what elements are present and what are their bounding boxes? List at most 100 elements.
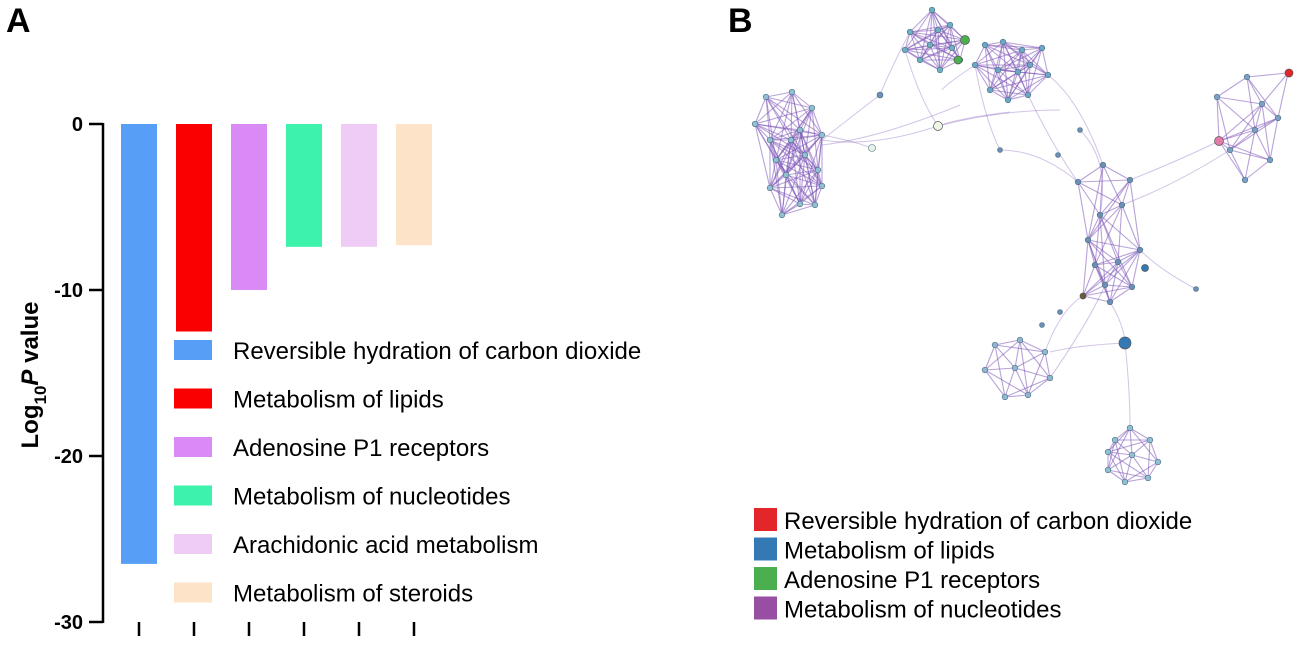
network-edge xyxy=(1129,427,1151,441)
network-edge xyxy=(1087,239,1096,266)
network-edge xyxy=(1121,179,1131,206)
network-edge xyxy=(1087,164,1104,241)
network-edge xyxy=(785,154,806,176)
network-edge xyxy=(1002,41,1049,76)
network-node xyxy=(997,147,1003,153)
network-edge xyxy=(1117,249,1141,263)
network-edge xyxy=(1087,204,1123,241)
network-edge xyxy=(1124,454,1133,483)
network-edge xyxy=(754,123,801,131)
network-edge xyxy=(1087,239,1119,263)
network-node xyxy=(1044,71,1052,79)
network-edge xyxy=(1104,249,1141,286)
y-axis-label: Log10P value xyxy=(17,302,50,449)
network-edge xyxy=(997,49,1023,71)
network-edge xyxy=(811,107,823,136)
network-edge xyxy=(1102,164,1131,181)
network-edge xyxy=(909,31,966,41)
network-edge xyxy=(989,89,1029,96)
legend-a-label: Arachidonic acid metabolism xyxy=(233,532,538,559)
network-edge xyxy=(1107,427,1131,471)
network-node xyxy=(868,144,876,152)
network-edge xyxy=(949,24,953,49)
network-edge xyxy=(769,187,801,205)
network-node xyxy=(991,341,999,349)
network-graph xyxy=(751,6,1294,486)
network-node xyxy=(796,200,804,208)
network-node xyxy=(1091,261,1099,269)
y-axis-ticks: 0-10-20-30 xyxy=(54,114,103,634)
network-edge xyxy=(1114,439,1133,456)
network-node xyxy=(1096,211,1104,219)
network-edge xyxy=(1246,72,1289,78)
network-edge xyxy=(1218,140,1271,161)
network-node xyxy=(981,366,989,374)
network-node-highlight xyxy=(1284,68,1294,78)
network-node xyxy=(811,201,819,209)
network-edge xyxy=(1129,140,1220,181)
network-edge xyxy=(769,91,793,141)
network-edge xyxy=(1121,149,1231,206)
network-edge xyxy=(1017,71,1029,96)
network-node xyxy=(999,38,1007,46)
bar-3 xyxy=(231,124,267,290)
network-edge xyxy=(769,169,819,189)
network-node xyxy=(762,93,770,101)
network-node-highlight xyxy=(1214,136,1224,146)
network-node xyxy=(788,88,796,96)
network-node xyxy=(876,91,884,99)
network-edge xyxy=(1077,181,1089,241)
network-edge xyxy=(1216,76,1248,98)
network-node xyxy=(1193,286,1199,292)
network-edge xyxy=(1017,71,1049,76)
network-edge xyxy=(781,154,806,216)
network-edge xyxy=(769,107,813,141)
network-edge xyxy=(1014,367,1029,396)
network-edge xyxy=(949,24,961,61)
network-node xyxy=(971,61,979,69)
network-node xyxy=(928,6,936,14)
network-node xyxy=(1024,91,1032,99)
network-node xyxy=(901,46,909,54)
network-edge xyxy=(1216,96,1220,142)
network-node xyxy=(1121,478,1129,486)
network-edge xyxy=(790,139,806,156)
network-edge xyxy=(989,49,1023,91)
network-edge xyxy=(781,203,801,216)
network-node xyxy=(1266,156,1274,164)
network-edge xyxy=(791,91,801,131)
network-edge xyxy=(814,185,823,206)
network-edge xyxy=(804,154,823,187)
network-edge xyxy=(781,204,816,216)
network-edge xyxy=(984,44,999,71)
network-edge xyxy=(1104,284,1133,288)
network-edge xyxy=(1109,301,1126,344)
network-node xyxy=(1038,44,1046,52)
network-edge xyxy=(1087,214,1101,241)
legend-a-label: Metabolism of nucleotides xyxy=(233,484,510,511)
network-node xyxy=(1046,374,1054,382)
network-edge xyxy=(1082,249,1141,297)
network-edge xyxy=(999,149,1079,183)
network-node xyxy=(1039,322,1045,328)
network-edge xyxy=(1007,64,1031,101)
network-edge xyxy=(997,69,1019,73)
network-edge xyxy=(1114,439,1126,483)
network-edge xyxy=(765,96,823,136)
network-edge xyxy=(1099,214,1141,251)
bar-1 xyxy=(121,124,157,564)
network-node xyxy=(808,104,816,112)
network-node xyxy=(1084,236,1092,244)
network-node xyxy=(1274,114,1282,122)
network-edge xyxy=(1277,72,1289,119)
network-edge xyxy=(1254,103,1263,131)
network-edge xyxy=(799,129,823,187)
legend-b-label: Reversible hydration of carbon dioxide xyxy=(784,508,1192,535)
network-edge xyxy=(1216,96,1256,131)
legend-b-swatch xyxy=(754,596,777,620)
network-edge xyxy=(1027,47,1043,96)
network-edge xyxy=(1129,179,1141,251)
network-edge xyxy=(919,9,933,61)
network-edge xyxy=(1027,74,1049,96)
network-edge xyxy=(919,47,953,61)
